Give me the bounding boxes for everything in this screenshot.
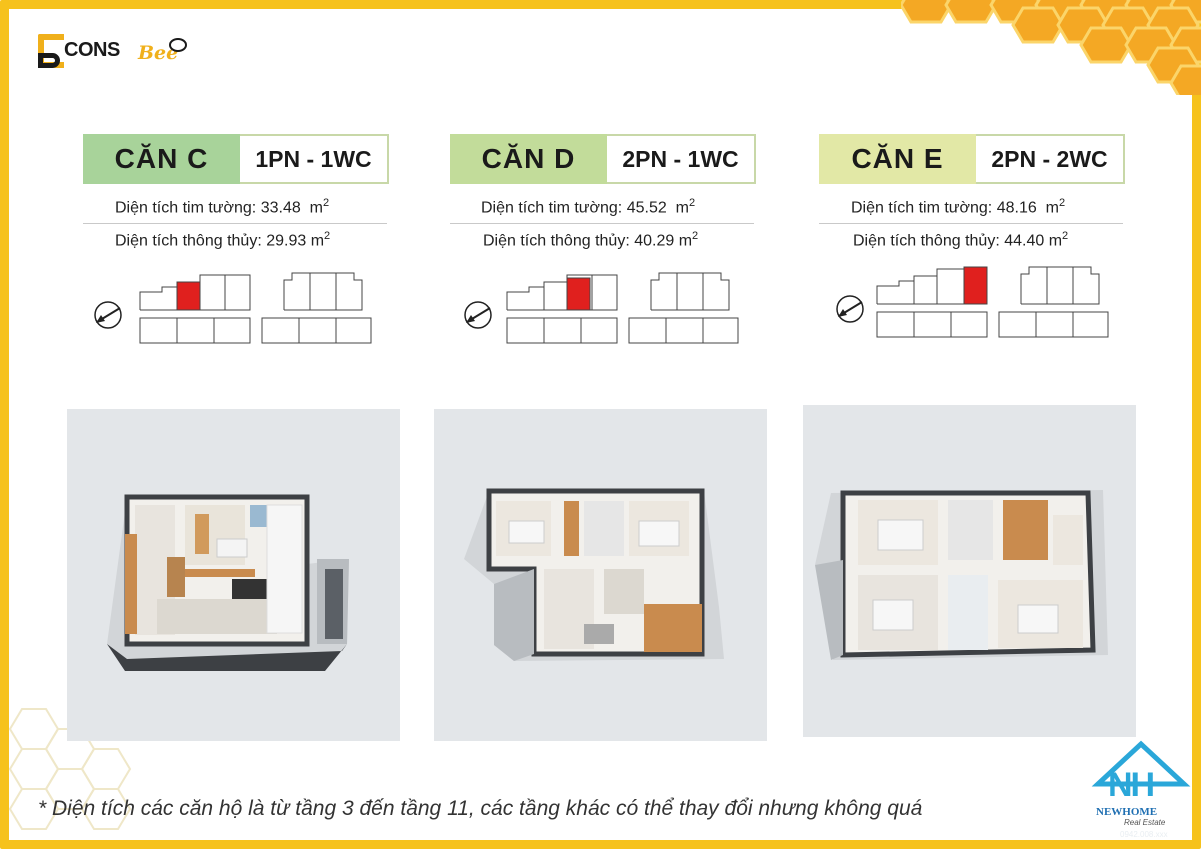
footer-note: * Diện tích các căn hộ là từ tầng 3 đến … [38, 797, 923, 820]
floor-plan-3d [803, 405, 1136, 737]
floor-keymap [464, 272, 739, 344]
honeycomb-outline-decoration [8, 708, 132, 830]
unit-title-row: CĂN E 2PN - 2WC [819, 134, 1125, 184]
unit-type: 1PN - 1WC [240, 134, 389, 184]
bee-icon [169, 38, 187, 52]
logo-bee-text: Bee [138, 42, 179, 64]
nh-tagline: Real Estate [1124, 818, 1166, 827]
compass-icon [464, 301, 492, 329]
area-net: Diện tích thông thủy: 40.29 m2 [483, 230, 699, 250]
compass-icon [836, 295, 864, 323]
floor-plan-3d [434, 409, 767, 741]
unit-name: CĂN C [83, 134, 240, 184]
unit-type: 2PN - 1WC [607, 134, 756, 184]
floor-keymap [94, 272, 372, 344]
floor-plan-3d [67, 409, 400, 741]
divider [450, 223, 754, 224]
unit-name: CĂN E [819, 134, 976, 184]
area-wall: Diện tích tim tường: 45.52 m2 [481, 197, 696, 217]
nh-name: NEWHOME [1096, 806, 1158, 818]
nh-mark: NH [1108, 766, 1155, 804]
unit-title-row: CĂN C 1PN - 1WC [83, 134, 389, 184]
honeycomb-decoration [901, 0, 1201, 95]
area-net: Diện tích thông thủy: 44.40 m2 [853, 230, 1069, 250]
nh-phone: 0942.008.xxx [1120, 830, 1168, 839]
divider [83, 223, 387, 224]
logo-b-mark [38, 34, 64, 68]
unit-type: 2PN - 2WC [976, 134, 1125, 184]
house-icon [1091, 740, 1191, 787]
area-wall: Diện tích tim tường: 48.16 m2 [851, 197, 1066, 217]
unit-title-row: CĂN D 2PN - 1WC [450, 134, 756, 184]
logo-text: CONS [64, 39, 120, 61]
divider [819, 223, 1123, 224]
area-wall: Diện tích tim tường: 33.48 m2 [115, 197, 330, 217]
floor-keymap [836, 266, 1109, 338]
unit-name: CĂN D [450, 134, 607, 184]
newhome-watermark: NH NEWHOME Real Estate 0942.008.xxx [1090, 740, 1192, 840]
bcons-bee-logo: CONS Bee [38, 32, 198, 76]
compass-icon [94, 301, 122, 329]
area-net: Diện tích thông thủy: 29.93 m2 [115, 230, 331, 250]
